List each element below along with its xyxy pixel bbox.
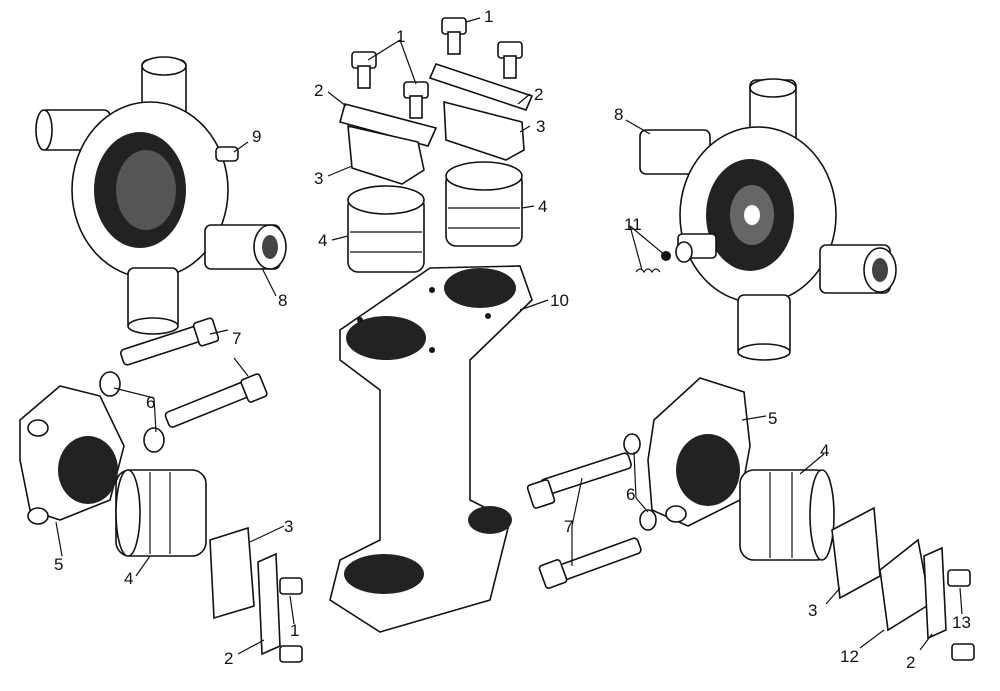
callout-5: 5	[768, 409, 777, 428]
callout-2: 2	[534, 85, 543, 104]
callout-1: 1	[396, 27, 405, 46]
right-bolts	[526, 433, 657, 589]
right-bearing-cup	[739, 469, 835, 561]
top-lock-plates	[339, 63, 534, 147]
callout-3: 3	[808, 601, 817, 620]
callout-10: 10	[550, 291, 569, 310]
callout-7: 7	[232, 329, 241, 348]
callout-3: 3	[284, 517, 293, 536]
callout-4: 4	[124, 569, 133, 588]
callout-13: 13	[952, 613, 971, 632]
right-clamp-block	[647, 377, 751, 527]
callout-7: 7	[564, 517, 573, 536]
top-bearing-cups	[347, 161, 523, 273]
leader-lines	[55, 17, 963, 655]
left-cross-spider	[35, 56, 287, 335]
callout-4: 4	[538, 197, 547, 216]
left-bearing-cup	[115, 469, 207, 557]
left-bolts	[99, 317, 268, 453]
left-clamp-block	[19, 385, 125, 525]
callout-2: 2	[314, 81, 323, 100]
callout-6: 6	[626, 485, 635, 504]
callout-8: 8	[278, 291, 287, 310]
callout-2: 2	[224, 649, 233, 668]
callout-numbers: 1 1 2 2 3 3 4 4 9 8 10 8 11 7 6 5 4 3 2 …	[54, 7, 971, 672]
callout-1: 1	[484, 7, 493, 26]
callout-9: 9	[252, 127, 261, 146]
callout-5: 5	[54, 555, 63, 574]
left-cap-and-plate	[209, 526, 303, 663]
callout-3: 3	[314, 169, 323, 188]
callout-3: 3	[536, 117, 545, 136]
right-cap-shim-plate	[831, 506, 975, 661]
top-bearing-caps	[347, 100, 525, 185]
right-cross-spider	[639, 78, 897, 361]
callout-4: 4	[318, 231, 327, 250]
callout-4: 4	[820, 441, 829, 460]
callout-8-right: 8	[614, 105, 623, 124]
callout-6: 6	[146, 393, 155, 412]
callout-2: 2	[906, 653, 915, 672]
top-bolts	[351, 17, 523, 119]
central-yoke-housing	[329, 265, 533, 633]
callout-11: 11	[624, 215, 642, 234]
callout-12: 12	[840, 647, 859, 666]
callout-1: 1	[290, 621, 299, 640]
